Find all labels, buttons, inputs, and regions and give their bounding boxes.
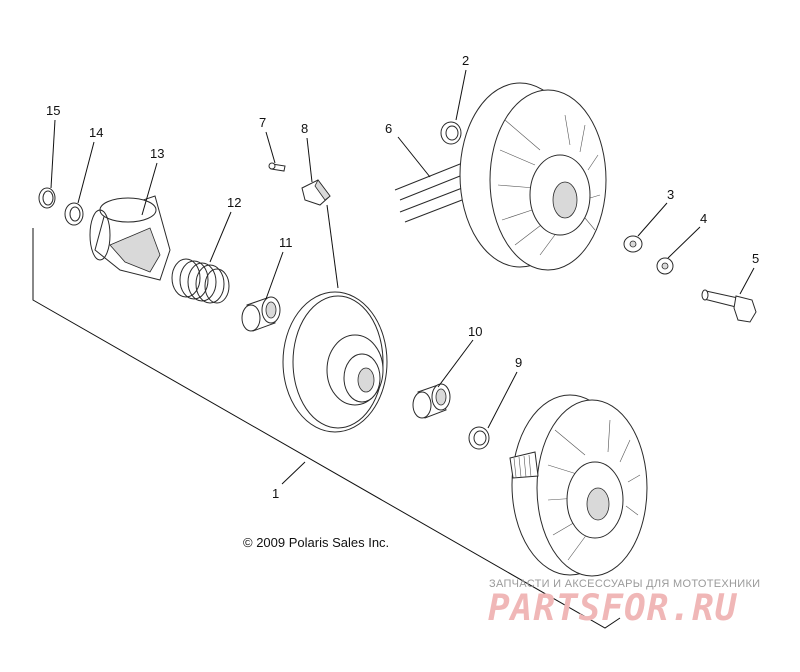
leader-lines: [50, 69, 755, 485]
callout-7: 7: [259, 115, 266, 130]
callout-15: 15: [46, 103, 60, 118]
part-2-washer: [440, 121, 462, 145]
callout-5: 5: [752, 251, 759, 266]
callout-13: 13: [150, 146, 164, 161]
callout-10: 10: [468, 324, 482, 339]
copyright-notice: © 2009 Polaris Sales Inc.: [243, 535, 390, 550]
part-15-snap-ring: [38, 187, 56, 209]
upper-clutch-assembly: [459, 82, 607, 271]
part-13-spring-cover: [89, 195, 171, 281]
callout-2: 2: [462, 53, 469, 68]
part-12-spring: [171, 258, 230, 304]
watermark-subtitle: ЗАПЧАСТИ И АКСЕССУАРЫ ДЛЯ МОТОТЕХНИКИ: [489, 578, 761, 590]
lower-clutch-assembly: [509, 394, 648, 577]
part-8-slider-button: [301, 179, 331, 206]
watermark-logo: PARTSFOR.RU: [488, 588, 738, 629]
callout-6: 6: [385, 121, 392, 136]
part-10-bushing: [412, 383, 451, 419]
part-1-movable-sheave: [282, 291, 388, 433]
part-11-bushing: [241, 296, 281, 332]
assembly-bracket: [32, 228, 621, 629]
part-4-washer: [656, 257, 674, 275]
part-3-washer: [623, 235, 643, 253]
callout-11: 11: [279, 235, 293, 250]
part-14-washer: [64, 202, 84, 226]
part-9-snap-ring: [468, 426, 490, 450]
callout-labels: 1 2 3 4 5 6 7 8 9 10 11 12 13 14 15: [46, 53, 759, 501]
callout-9: 9: [515, 355, 522, 370]
callout-1: 1: [272, 486, 279, 501]
callout-12: 12: [227, 195, 241, 210]
callout-8: 8: [301, 121, 308, 136]
part-5-bolt: [701, 289, 757, 323]
part-7-screw: [268, 162, 286, 172]
callout-4: 4: [700, 211, 707, 226]
callout-14: 14: [89, 125, 103, 140]
callout-3: 3: [667, 187, 674, 202]
